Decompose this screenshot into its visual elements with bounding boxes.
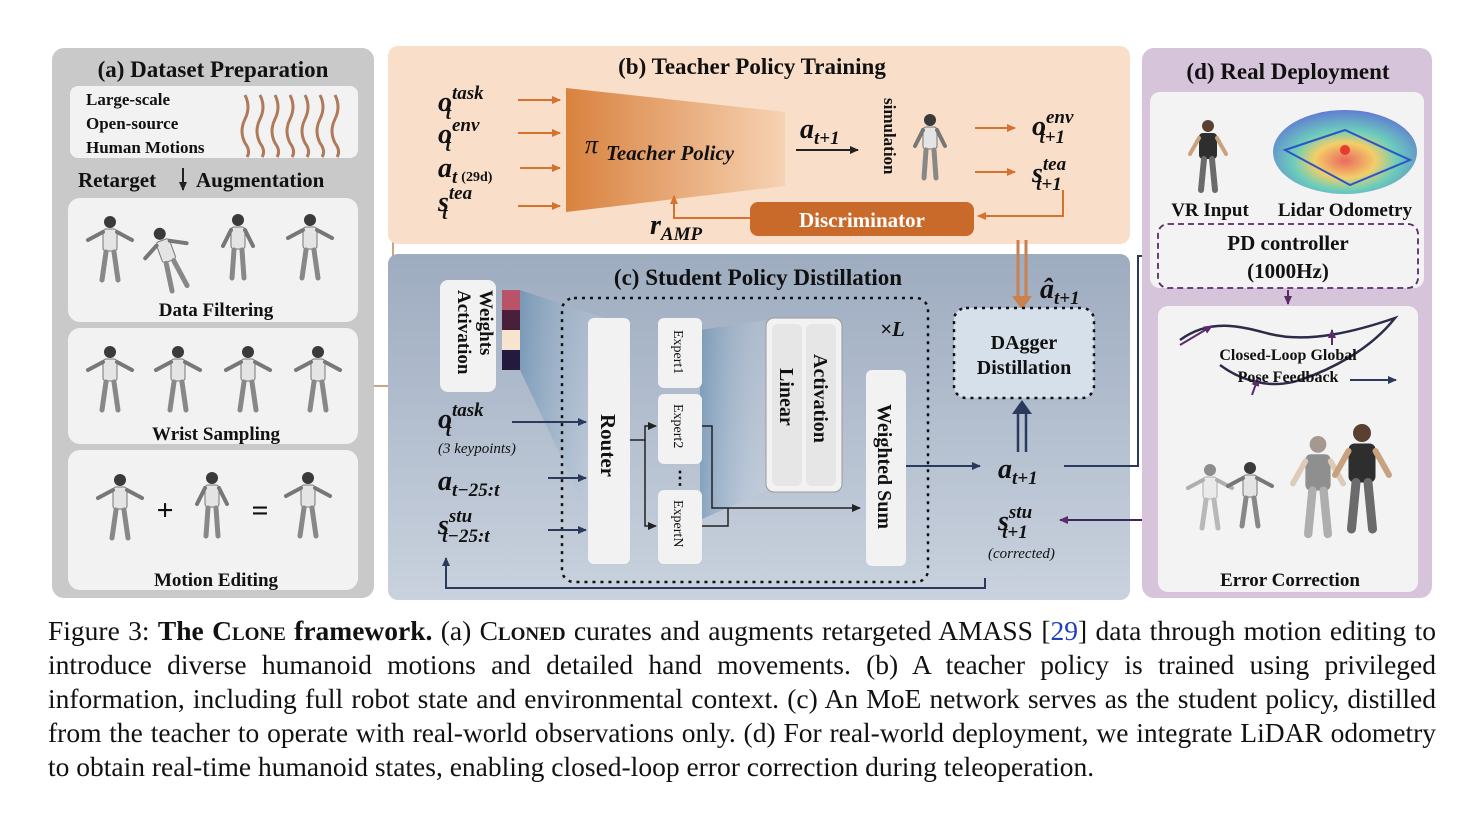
wrist-sampling-box — [68, 328, 358, 444]
reward-arrow — [670, 195, 750, 219]
global-pose-trajectory — [1179, 315, 1399, 386]
teacher-to-dagger-arrow — [1012, 240, 1032, 310]
plus-sign: + — [156, 494, 173, 527]
feedback-label-1: Closed-Loop Global — [1219, 347, 1357, 364]
expert-2-label: Expert2 — [670, 404, 685, 448]
dagger-label-2: Distillation — [977, 357, 1071, 379]
expert-1-box — [658, 318, 702, 388]
lidar-point-cloud-image — [1273, 110, 1417, 194]
dagger-label-1: DAgger — [991, 332, 1058, 354]
data-filtering-box — [68, 198, 358, 322]
router-label: Router — [596, 414, 620, 477]
source-motions-box — [70, 86, 358, 158]
source-line-2: Open-source — [86, 114, 179, 133]
caption-label: Figure 3: — [48, 615, 150, 646]
caption-text-3: ] data through motion editing to introdu… — [48, 615, 1436, 782]
pd-controller-label: PD controller — [1227, 231, 1349, 255]
data-filtering-label: Data Filtering — [159, 300, 274, 321]
panel-real-deployment: (d) Real Deployment VR Input Lidar Odome… — [1142, 48, 1432, 598]
feedback-to-discriminator-arrow — [977, 190, 1064, 220]
augmentation-label: Augmentation — [196, 168, 325, 192]
pose-feedback-arrow — [1251, 377, 1260, 396]
caption-cloned: loned — [497, 615, 566, 646]
clone-framework-figure: (a) Dataset Preparation Large-scale Open… — [52, 46, 1432, 600]
linear-layer-box — [772, 324, 802, 486]
caption-text-2: curates and augments retargeted AMASS [ — [565, 615, 1051, 646]
linear-layer-label: Linear — [775, 368, 797, 426]
activation-layer-label: Activation — [809, 354, 831, 443]
weighted-sum-label: Weighted Sum — [873, 404, 895, 529]
motion-editing-box — [68, 450, 358, 590]
experts-fan — [700, 320, 768, 520]
discriminator-box — [750, 202, 974, 236]
teacher-input-arrows — [518, 96, 561, 210]
feedback-label-2: Pose Feedback — [1238, 369, 1339, 386]
caption-title: The Clone framework. — [157, 615, 433, 646]
lidar-odometry-label: Lidar Odometry — [1278, 200, 1413, 221]
moe-block — [560, 296, 930, 584]
human-motion-strips-image — [240, 94, 341, 158]
activation-weights-label-2: Weights — [475, 290, 496, 355]
expert-n-label: ExpertN — [670, 500, 685, 547]
corrected-label: (corrected) — [988, 546, 1055, 562]
activation-weights-label-1: Activation — [453, 290, 474, 375]
expert-1-label: Expert1 — [670, 330, 685, 374]
state-loop-arrow — [442, 557, 986, 589]
dagger-distillation-box — [952, 306, 1096, 400]
activation-layer-box — [806, 324, 836, 486]
activation-weights-bar — [502, 290, 520, 370]
citation-link[interactable]: 29 — [1050, 615, 1079, 646]
weighted-sum-box — [866, 370, 906, 566]
figure-caption: Figure 3: The Clone framework. (a) Clone… — [48, 614, 1436, 784]
source-line-1: Large-scale — [86, 90, 170, 109]
experts-ellipsis: ⋮ — [671, 468, 689, 488]
source-line-3: Human Motions — [86, 138, 205, 157]
keypoints-label: (3 keypoints) — [438, 441, 516, 457]
equals-sign: = — [251, 494, 268, 527]
action-to-dagger-arrow — [1012, 400, 1032, 452]
times-l-label: ×L — [880, 317, 905, 341]
panel-student-policy-distillation: (c) Student Policy Distillation ât+1 Act… — [388, 240, 1160, 600]
router-box — [588, 318, 630, 564]
panel-b-title: (b) Teacher Policy Training — [618, 54, 886, 79]
pd-controller-box — [1157, 223, 1419, 289]
panel-a-title: (a) Dataset Preparation — [98, 57, 329, 82]
discriminator-label: Discriminator — [799, 208, 925, 232]
vr-input-label: VR Input — [1171, 200, 1249, 221]
expert-n-box — [658, 490, 702, 564]
panel-d-title: (d) Real Deployment — [1186, 59, 1389, 84]
teacher-policy-label: Teacher Policy — [606, 141, 735, 165]
teacher-policy-network — [566, 88, 785, 212]
simulation-label: simulation — [880, 98, 899, 175]
error-correction-label: Error Correction — [1220, 570, 1360, 591]
pd-frequency-label: (1000Hz) — [1247, 259, 1329, 283]
motion-editing-label: Motion Editing — [154, 570, 279, 591]
student-input-arrows — [512, 418, 587, 534]
panel-c-title: (c) Student Policy Distillation — [614, 265, 902, 290]
weights-fan — [520, 290, 610, 560]
expert-2-box — [658, 394, 702, 464]
activation-weights-box — [440, 280, 496, 392]
pi-symbol: π — [585, 130, 599, 159]
caption-text-1: (a) C — [432, 615, 498, 646]
panel-dataset-preparation: (a) Dataset Preparation Large-scale Open… — [52, 48, 374, 598]
wrist-sampling-label: Wrist Sampling — [152, 424, 280, 445]
router-to-experts-arrows — [630, 422, 861, 530]
retarget-label: Retarget — [78, 168, 156, 192]
pose-feedback-arrow — [1179, 325, 1213, 346]
